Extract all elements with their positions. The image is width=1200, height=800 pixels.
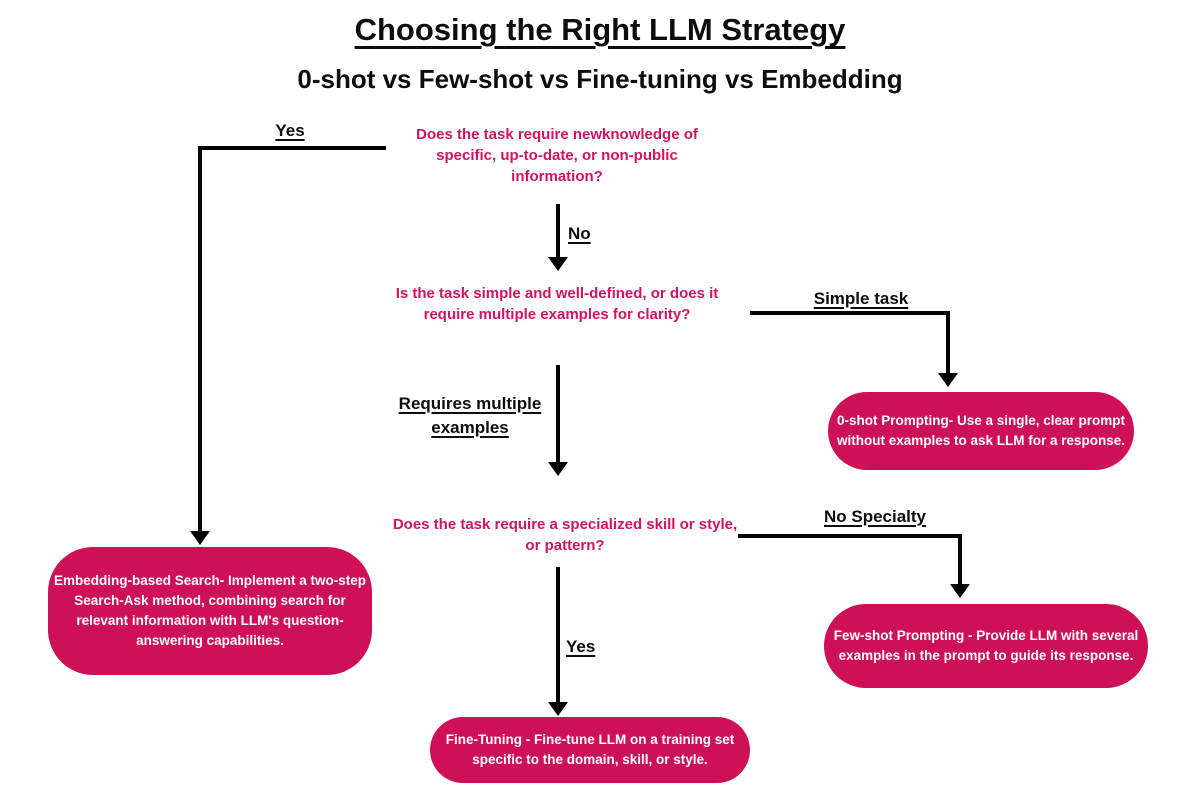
edge-label-simple-task: Simple task xyxy=(813,289,909,308)
arrowhead-down xyxy=(190,531,210,545)
arrowhead-down xyxy=(938,373,958,387)
outcome-box-fine-tuning: Fine-Tuning - Fine-tune LLM on a trainin… xyxy=(430,717,750,783)
edge-label-requires-multiple: Requires multiple examples xyxy=(398,394,542,437)
connector-line xyxy=(556,567,560,702)
outcome-box-zero-shot: 0-shot Prompting- Use a single, clear pr… xyxy=(828,392,1134,470)
decision-node-specialty: Does the task require a specialized skil… xyxy=(392,516,738,554)
arrowhead-down xyxy=(548,257,568,271)
outcome-box-few-shot: Few-shot Prompting - Provide LLM with se… xyxy=(824,604,1148,688)
edge-label-no-specialty: No Specialty xyxy=(823,507,927,526)
decision-node-knowledge: Does the task require newknowledge of sp… xyxy=(416,126,698,185)
edge-label-yes-bottom: Yes xyxy=(566,637,596,656)
connector-line xyxy=(750,311,950,375)
outcome-text: Fine-Tuning - Fine-tune LLM on a trainin… xyxy=(445,732,735,767)
connector-line xyxy=(556,204,560,257)
outcome-box-embedding: Embedding-based Search- Implement a two-… xyxy=(48,547,372,675)
edge-label-no: No xyxy=(568,224,591,243)
page-subtitle: 0-shot vs Few-shot vs Fine-tuning vs Emb… xyxy=(297,64,903,94)
outcome-text: Few-shot Prompting - Provide LLM with se… xyxy=(833,628,1139,663)
outcome-text: 0-shot Prompting- Use a single, clear pr… xyxy=(836,413,1126,448)
decision-node-simplicity: Is the task simple and well-defined, or … xyxy=(395,285,719,323)
arrowhead-down xyxy=(950,584,970,598)
connector-line xyxy=(556,365,560,462)
connector-line xyxy=(198,146,386,533)
arrowhead-down xyxy=(548,702,568,716)
arrowhead-down xyxy=(548,462,568,476)
edge-label-yes-top: Yes xyxy=(275,121,305,140)
page-title: Choosing the Right LLM Strategy xyxy=(354,12,846,47)
outcome-text: Embedding-based Search- Implement a two-… xyxy=(53,573,367,648)
connector-line xyxy=(738,534,962,586)
